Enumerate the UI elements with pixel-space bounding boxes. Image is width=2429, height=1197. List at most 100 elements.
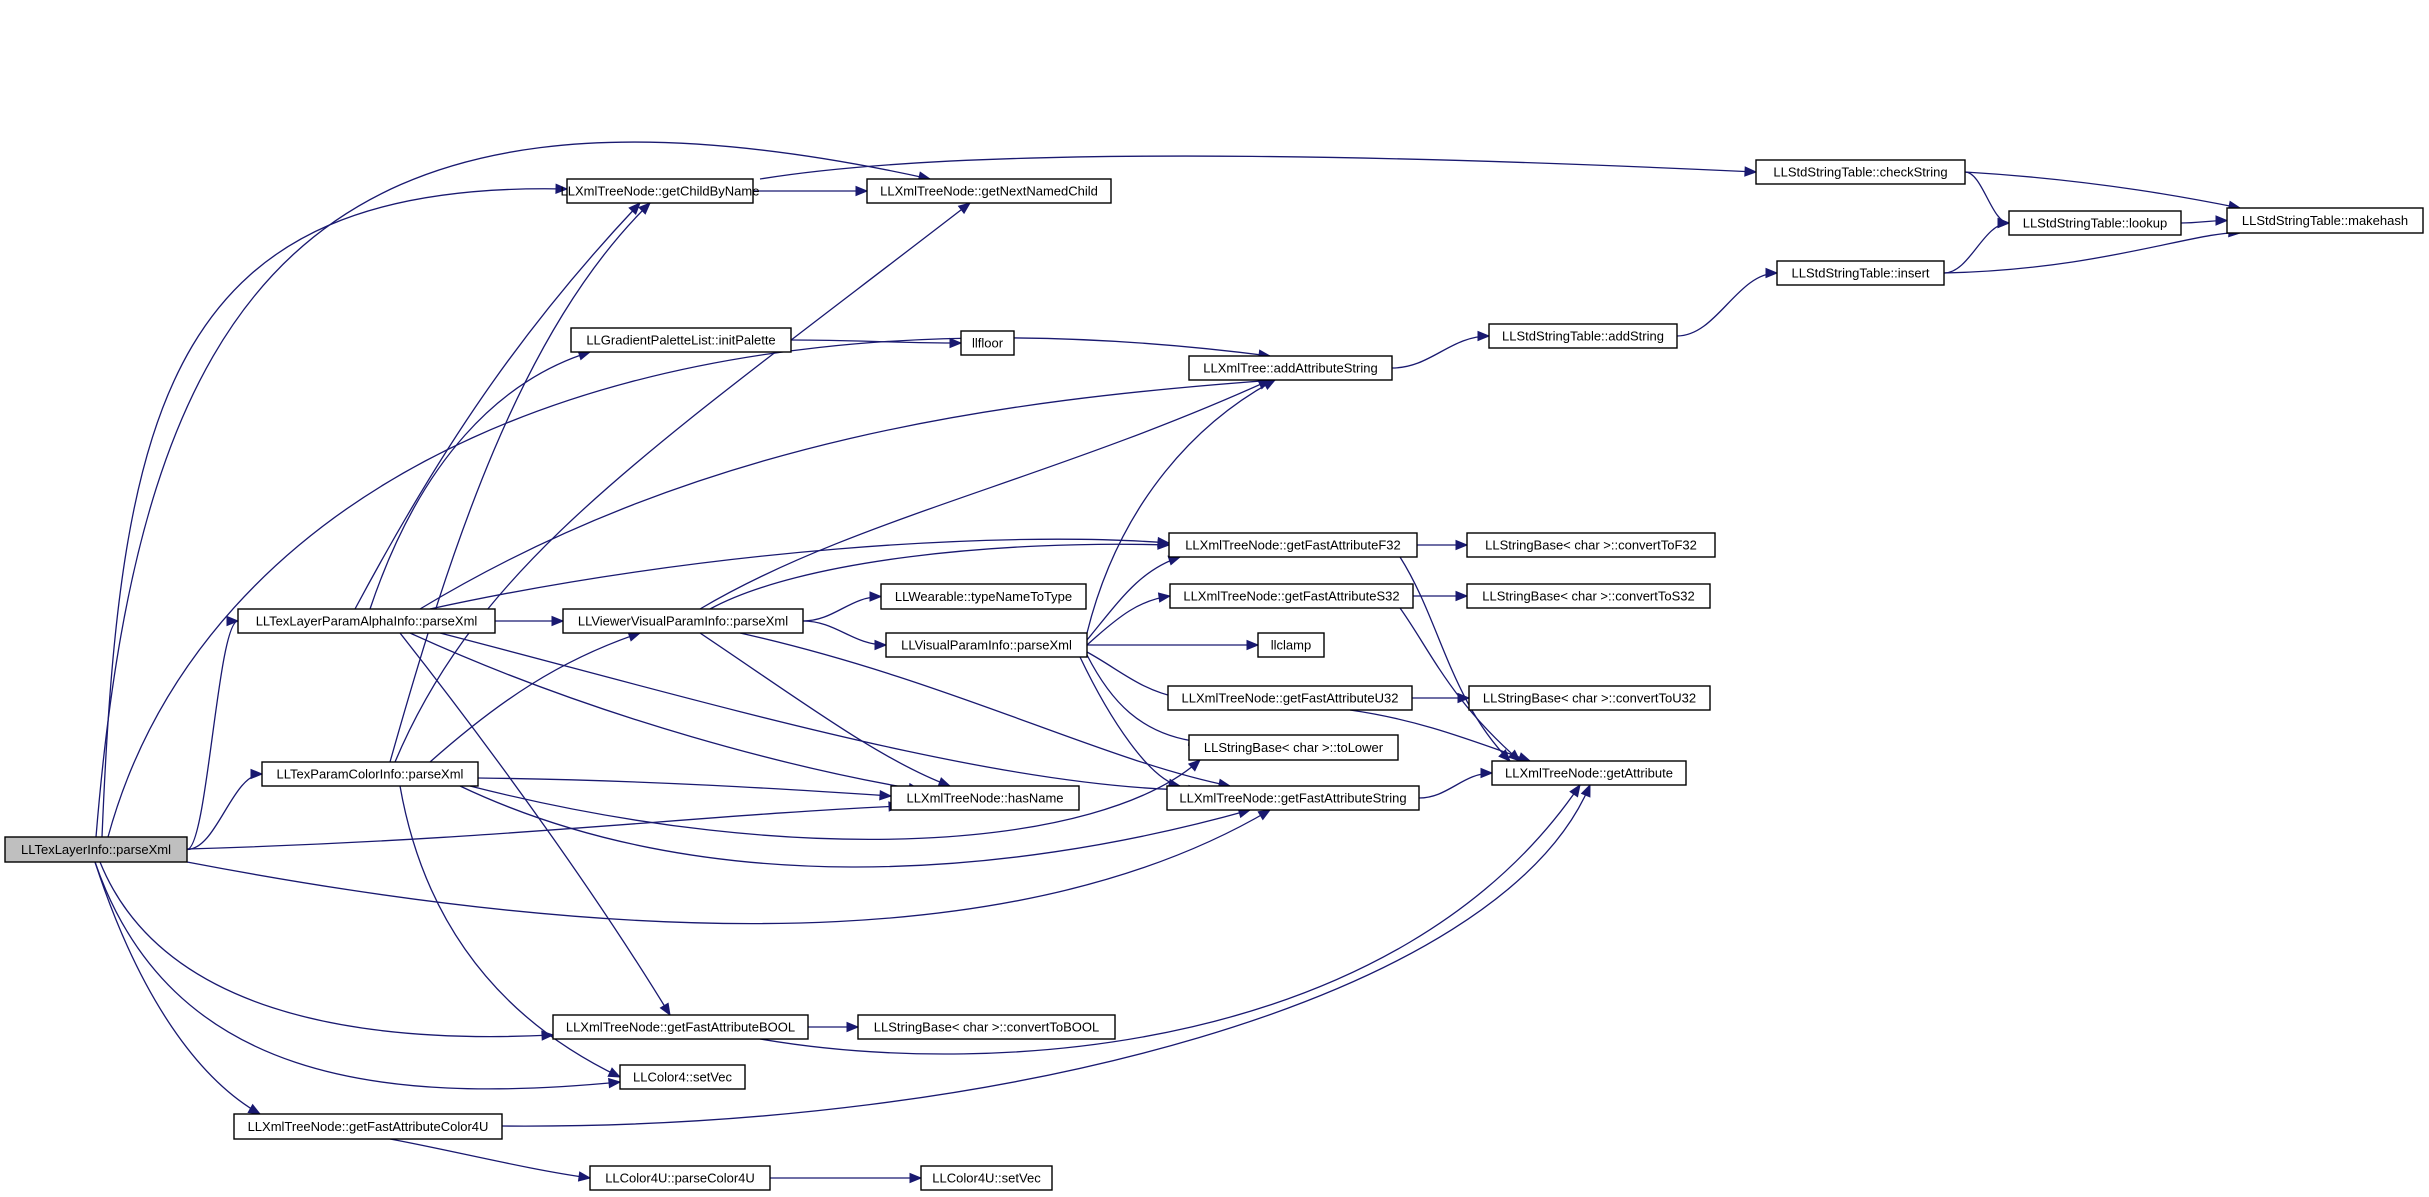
edge-line — [1086, 595, 1171, 646]
node-llclamp[interactable]: llclamp — [1257, 632, 1325, 658]
node-box — [2226, 207, 2424, 234]
edge-insert-to-lookup — [1943, 217, 2011, 274]
edge-addAttr-to-addStr — [1391, 330, 1491, 369]
arrowhead — [1157, 539, 1171, 550]
arrowhead — [874, 639, 888, 651]
arrowhead — [909, 1172, 923, 1184]
node-label: LLGradientPaletteList::initPalette — [586, 333, 775, 348]
node-setVec4U[interactable]: LLColor4U::setVec — [920, 1165, 1053, 1191]
arrowhead — [879, 790, 893, 801]
edge-getBOOL-to-convBOOL — [808, 1021, 860, 1033]
edge-getU32-to-convU32 — [1412, 692, 1471, 704]
node-color[interactable]: LLTexParamColorInfo::parseXml — [261, 761, 479, 787]
node-box — [1491, 760, 1687, 786]
arrowhead — [1477, 330, 1491, 342]
node-addAttr[interactable]: LLXmlTree::addAttributeString — [1188, 355, 1393, 381]
node-label: llfloor — [972, 336, 1004, 351]
node-setVec[interactable]: LLColor4::setVec — [619, 1064, 746, 1090]
node-box — [619, 1064, 746, 1090]
edge-line — [399, 632, 671, 1016]
node-label: LLViewerVisualParamInfo::parseXml — [578, 614, 788, 629]
edge-line — [759, 784, 1581, 1055]
node-box — [1167, 685, 1413, 711]
node-convF32[interactable]: LLStringBase< char >::convertToF32 — [1466, 532, 1716, 558]
node-convBOOL[interactable]: LLStringBase< char >::convertToBOOL — [857, 1014, 1116, 1040]
arrowhead — [846, 1021, 860, 1033]
node-insert[interactable]: LLStdStringTable::insert — [1776, 260, 1945, 286]
node-box — [261, 761, 479, 787]
edge-color-to-hasName — [477, 777, 893, 801]
edge-layer — [94, 141, 2242, 1184]
edge-line — [94, 861, 621, 1090]
node-label: LLStringBase< char >::convertToBOOL — [874, 1020, 1099, 1035]
edge-alpha-to-initPal — [369, 350, 592, 610]
edge-line — [699, 379, 1271, 610]
node-getU32[interactable]: LLXmlTreeNode::getFastAttributeU32 — [1167, 685, 1413, 711]
node-getFastStr[interactable]: LLXmlTreeNode::getFastAttributeString — [1166, 785, 1420, 811]
edge-root-to-getChild — [101, 183, 569, 838]
arrowhead — [1187, 759, 1201, 772]
edge-alpha-to-getChild — [354, 202, 641, 610]
edge-initPal-to-llfloor — [790, 337, 963, 349]
edge-getChild-to-nextNamed — [753, 185, 869, 197]
edge-line — [186, 809, 1271, 925]
node-label: LLStdStringTable::insert — [1791, 266, 1929, 281]
edge-line — [1391, 335, 1490, 369]
node-getChild[interactable]: LLXmlTreeNode::getChildByName — [561, 178, 760, 204]
node-toLower[interactable]: LLStringBase< char >::toLower — [1188, 734, 1399, 761]
arrowhead — [607, 1067, 622, 1078]
edge-line — [99, 861, 554, 1038]
edge-line — [429, 538, 1170, 610]
edge-line — [1399, 607, 1521, 762]
node-checkStr[interactable]: LLStdStringTable::checkString — [1755, 159, 1966, 185]
node-llfloor[interactable]: llfloor — [960, 330, 1015, 356]
node-typeName[interactable]: LLWearable::typeNameToType — [880, 583, 1087, 610]
edge-getF32-to-getAttr — [1399, 556, 1511, 762]
node-convU32[interactable]: LLStringBase< char >::convertToU32 — [1468, 685, 1711, 711]
node-getS32[interactable]: LLXmlTreeNode::getFastAttributeS32 — [1169, 583, 1414, 609]
node-lookup[interactable]: LLStdStringTable::lookup — [2008, 210, 2182, 236]
edge-line — [369, 351, 591, 610]
node-getAttr[interactable]: LLXmlTreeNode::getAttribute — [1491, 760, 1687, 786]
edge-color-to-toLower — [469, 759, 1201, 841]
node-parseColor4U[interactable]: LLColor4U::parseColor4U — [589, 1165, 771, 1191]
arrowhead — [937, 777, 952, 787]
node-alpha[interactable]: LLTexLayerParamAlphaInfo::parseXml — [237, 608, 496, 634]
node-getF32[interactable]: LLXmlTreeNode::getFastAttributeF32 — [1168, 532, 1418, 558]
node-makehash[interactable]: LLStdStringTable::makehash — [2226, 207, 2424, 234]
arrowhead — [1569, 783, 1581, 798]
node-box — [2008, 210, 2182, 236]
node-layer: LLTexLayerInfo::parseXmlLLTexLayerParamA… — [4, 159, 2424, 1191]
node-viewer[interactable]: LLViewerVisualParamInfo::parseXml — [562, 608, 804, 634]
node-hasName[interactable]: LLXmlTreeNode::hasName — [890, 785, 1080, 811]
node-getColor4U[interactable]: LLXmlTreeNode::getFastAttributeColor4U — [233, 1113, 503, 1140]
edge-root-to-nextNamed — [95, 141, 932, 838]
edge-checkStr-to-makehash — [1964, 171, 2242, 211]
arrowhead — [541, 1030, 555, 1041]
node-visual[interactable]: LLVisualParamInfo::parseXml — [885, 632, 1088, 658]
edge-line — [1086, 651, 1181, 699]
node-label: LLColor4::setVec — [633, 1070, 733, 1085]
edge-color-to-viewer — [429, 631, 642, 763]
node-label: LLXmlTreeNode::getFastAttributeU32 — [1181, 691, 1398, 706]
edge-line — [1943, 232, 2241, 274]
arrowhead — [1257, 809, 1272, 821]
edge-getS32-to-convS32 — [1412, 590, 1469, 602]
node-convS32[interactable]: LLStringBase< char >::convertToS32 — [1466, 583, 1711, 609]
node-label: LLTexLayerParamAlphaInfo::parseXml — [256, 614, 478, 629]
edge-root-to-getFastStr — [186, 809, 1272, 925]
arrowhead — [869, 591, 883, 602]
node-getBOOL[interactable]: LLXmlTreeNode::getFastAttributeBOOL — [552, 1014, 809, 1040]
edge-line — [186, 805, 901, 850]
edge-visual-to-getS32 — [1086, 592, 1172, 646]
node-initPal[interactable]: LLGradientPaletteList::initPalette — [570, 327, 792, 353]
node-box — [1169, 583, 1414, 609]
node-nextNamed[interactable]: LLXmlTreeNode::getNextNamedChild — [866, 178, 1112, 204]
edge-alpha-to-hasName — [409, 632, 922, 794]
node-label: LLXmlTreeNode::getNextNamedChild — [880, 184, 1098, 199]
edge-getColor4U-to-getAttr — [501, 783, 1591, 1127]
arrowhead — [555, 183, 569, 194]
node-box — [237, 608, 496, 634]
node-addStr[interactable]: LLStdStringTable::addString — [1488, 323, 1678, 349]
